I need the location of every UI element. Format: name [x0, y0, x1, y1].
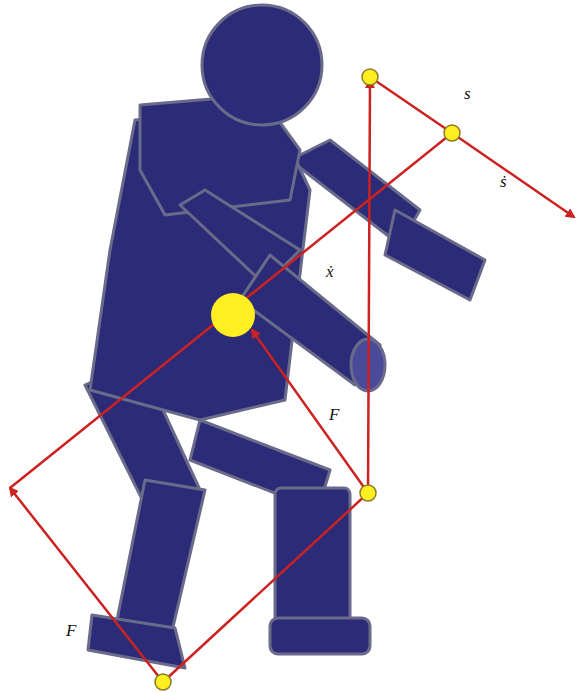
velocity-symbol: ẋ [324, 262, 336, 281]
force-symbol: F [327, 405, 341, 424]
force-symbol: F [64, 621, 78, 640]
velocity-symbol: ṡ [498, 172, 509, 191]
position-symbol: s [462, 84, 473, 103]
